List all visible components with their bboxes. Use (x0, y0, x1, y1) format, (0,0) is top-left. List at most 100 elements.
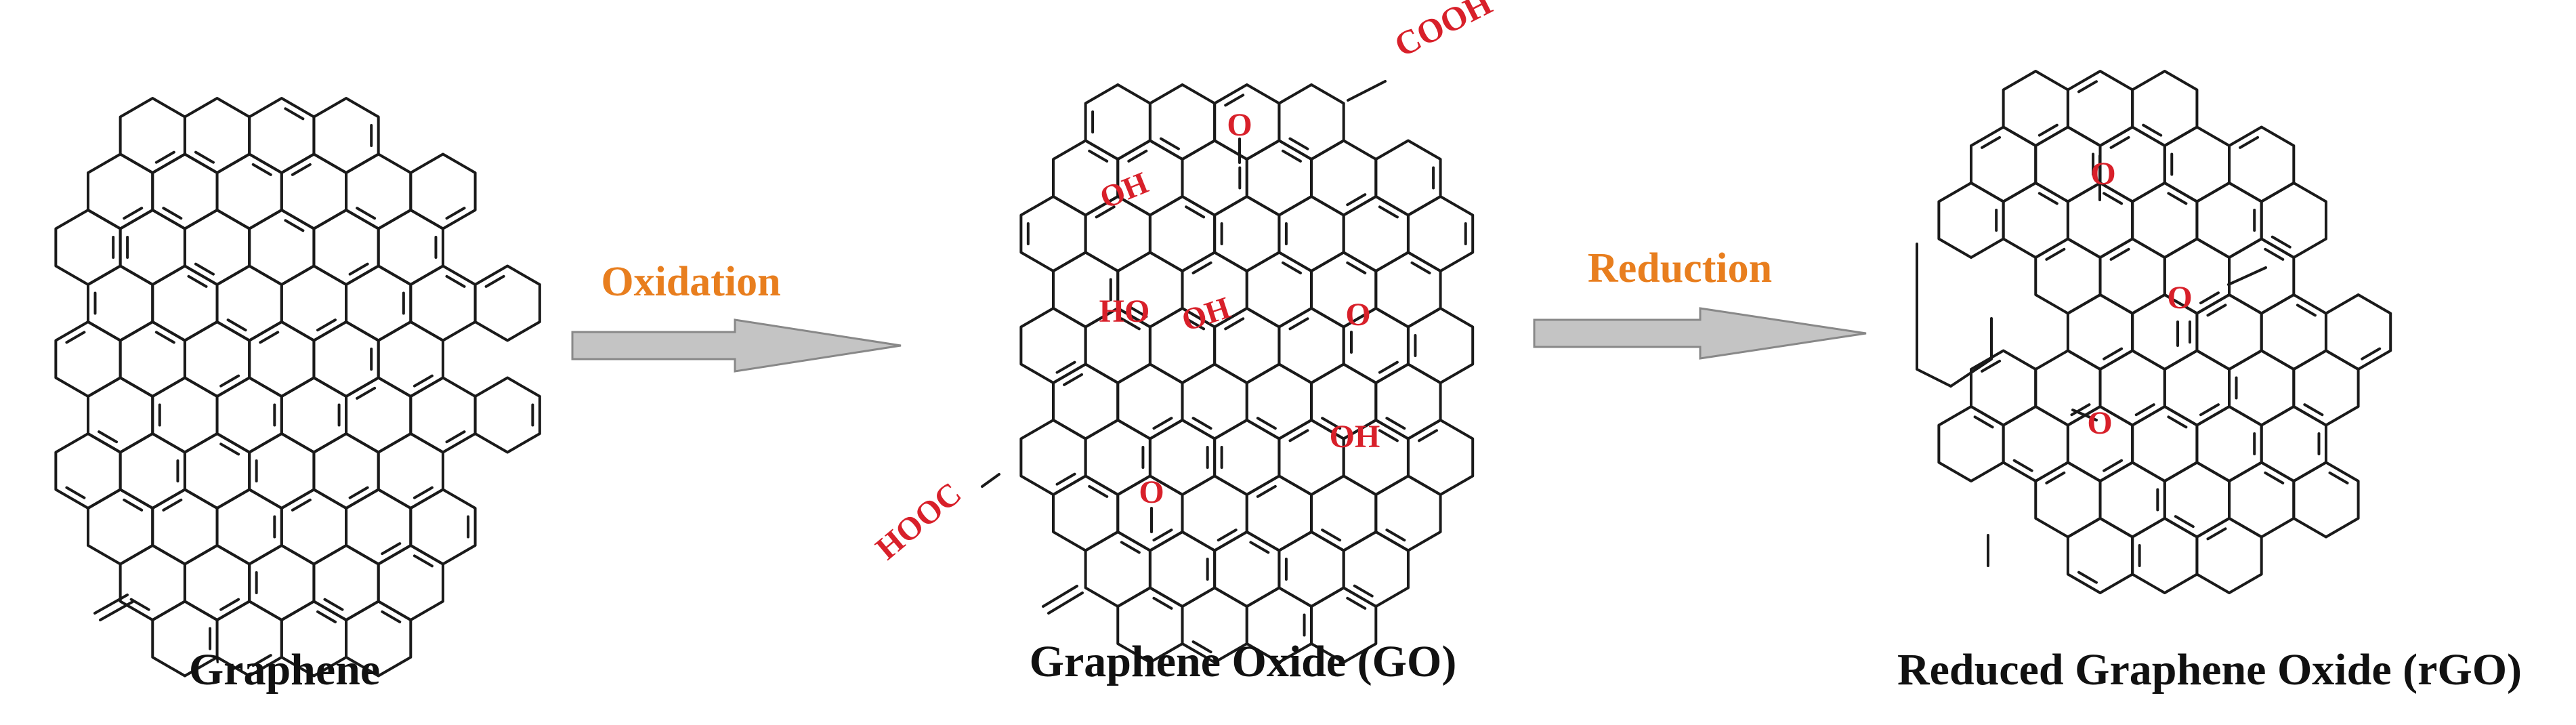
rgo-o-c-bond (2071, 409, 2098, 421)
rgo-ring (2131, 70, 2199, 147)
graphene-ring (215, 488, 283, 566)
rgo-double-bond (2206, 527, 2227, 541)
rgo-ring (2228, 237, 2296, 315)
go-ring (1019, 307, 1087, 384)
go-double-bond (1288, 317, 1309, 331)
go-double-bond (1055, 472, 1076, 486)
graphene-ring (119, 544, 186, 621)
graphene-double-bond (219, 442, 240, 456)
go-double-bond (1191, 640, 1212, 654)
rgo-double-bond (2142, 123, 2163, 137)
go-double-bond (1353, 584, 1374, 598)
go-double-bond (1410, 261, 1431, 274)
go-ring (1374, 251, 1442, 329)
caption-graphene: Graphene (189, 645, 380, 695)
go-double-bond (1378, 205, 1399, 219)
go-double-bond (1152, 596, 1173, 610)
oxidation-arrow (571, 318, 902, 373)
go-double-bond (1088, 484, 1109, 498)
graphene-ring (215, 264, 283, 342)
go-double-bond (1288, 137, 1309, 150)
rgo-ring (2195, 293, 2263, 371)
rgo-double-bond (2264, 247, 2285, 261)
go-double-bond (1249, 541, 1270, 554)
graphene-double-bond (194, 262, 215, 276)
rgo-ring (2002, 182, 2069, 259)
graphene-double-bond (284, 219, 305, 232)
graphene-ring (473, 376, 541, 454)
rgo-double-bond (2012, 459, 2033, 472)
graphene-ring (183, 209, 251, 286)
go-ring (1374, 362, 1442, 440)
go-end-bond-2 (1047, 592, 1084, 615)
go-ring (1084, 531, 1152, 608)
graphene-ring (119, 209, 186, 286)
graphene-double-bond (348, 262, 369, 276)
rgo-ring (1937, 405, 2005, 482)
graphene-ring (312, 209, 380, 286)
graphene-double-bond (291, 163, 312, 176)
rgo-double-bond (2199, 403, 2220, 417)
graphene-ring (312, 544, 380, 621)
rgo-ring (2228, 125, 2296, 203)
graphene-ring (87, 264, 154, 342)
hydroxyl-oh-upper: OH (1095, 165, 1153, 215)
rgo-double-bond (2103, 459, 2124, 472)
go-ring (1019, 419, 1087, 496)
graphene-structure (54, 97, 541, 678)
graphene-ring (54, 209, 122, 286)
graphene-ring (377, 432, 444, 510)
go-ring (1245, 251, 1313, 329)
graphene-double-bond (291, 498, 312, 512)
rgo-ring (2260, 182, 2327, 259)
graphene-ring (87, 376, 154, 454)
rgo-double-bond (1981, 136, 2002, 149)
rgo-ring (1970, 349, 2037, 427)
graphene-ring (409, 152, 477, 230)
caption-reduced-graphene-oxide: Reduced Graphene Oxide (rGO) (1897, 645, 2522, 695)
graphene-double-bond (445, 274, 466, 288)
graphene-double-bond (445, 430, 466, 444)
rgo-double-bond (2134, 403, 2155, 417)
graphene-double-bond (162, 207, 183, 220)
go-ring (1406, 419, 1475, 496)
rgo-double-bond (1973, 415, 1994, 429)
rgo-double-bond (2109, 247, 2130, 261)
graphene-ring (312, 97, 380, 174)
graphene-double-bond (65, 331, 86, 344)
rgo-double-bond (2077, 80, 2098, 94)
graphene-double-bond (251, 654, 272, 667)
rgo-ring (2098, 237, 2166, 315)
rgo-double-bond (2361, 347, 2382, 360)
go-ring (1245, 474, 1313, 552)
go-ring (1406, 307, 1475, 384)
go-ring (1148, 195, 1217, 272)
go-ring (1181, 139, 1248, 217)
rgo-double-bond (2167, 415, 2188, 429)
go-ring (1406, 195, 1475, 272)
go-ring (1278, 83, 1345, 161)
graphene-double-bond (162, 498, 183, 512)
go-ring (1052, 362, 1120, 440)
rgo-double-bond (2045, 471, 2066, 484)
go-double-bond (1256, 417, 1277, 430)
go-double-bond (1055, 360, 1076, 374)
graphene-ring (151, 264, 219, 342)
go-double-bond (1288, 429, 1309, 442)
rgo-double-bond (2109, 136, 2130, 149)
graphene-ring (183, 320, 251, 398)
go-double-bond (1185, 205, 1206, 219)
rgo-ring (2195, 182, 2263, 259)
go-double-bond (1256, 484, 1277, 498)
graphene-ring (345, 264, 413, 342)
rgo-ring (2228, 461, 2296, 539)
go-ring (1374, 474, 1442, 552)
rgo-vinyl-bond (2227, 266, 2267, 286)
go-ring (1084, 83, 1152, 161)
rgo-ring (2163, 461, 2231, 539)
rgo-double-bond (2296, 304, 2317, 317)
rgo-double-bond (2037, 123, 2058, 137)
go-double-bond (1378, 360, 1399, 374)
rgo-double-bond (2045, 247, 2066, 261)
